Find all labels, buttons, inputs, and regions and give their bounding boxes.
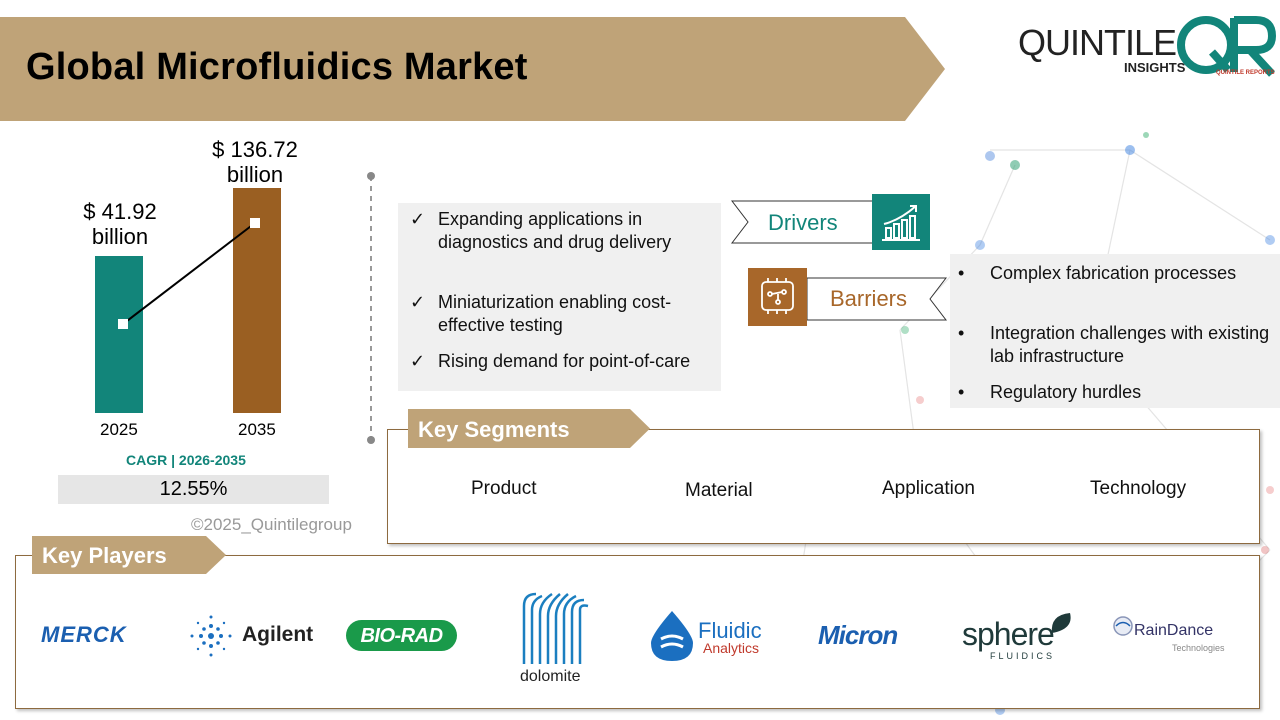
market-size-chart [95,188,281,413]
key-segments-title: Key Segments [418,417,570,442]
value-label-2035: $ 136.72 billion [212,137,298,187]
drivers-icon-box [872,194,930,250]
raindance-globe-icon [1113,616,1133,636]
year-label-2025: 2025 [100,420,138,439]
barriers-arrow-shape [806,277,948,321]
vertical-divider [367,172,375,444]
circuit-board-icon [761,278,794,314]
trend-line [122,222,256,325]
drivers-arrow-shape [730,200,874,244]
copyright-notice: ©2025_Quintilegroup [191,515,352,534]
dolomite-wave-icon [522,592,589,664]
raindance-logo-subtitle: Technologies [1172,643,1225,653]
key-players-tab [32,536,226,574]
micron-logo: Micron [818,620,898,650]
year-label-2035: 2035 [238,420,276,439]
trend-point-2035 [250,218,260,228]
barriers-label: Barriers [830,286,908,311]
bio-rad-logo-badge: BIO-RAD [346,620,457,651]
drivers-list-box [398,203,721,391]
sphere-logo-name: sphere [962,616,1055,652]
bullet-icon: • [958,323,965,343]
key-segments-panel [387,429,1260,544]
segment-technology: Technology [1090,478,1187,499]
cagr-value: 12.55% [159,478,228,500]
cagr-box [58,475,329,504]
fluidic-drop-icon [651,611,693,661]
barriers-icon-box [748,268,807,326]
segment-application: Application [882,478,975,499]
sphere-leaf-icon [1051,613,1071,633]
trend-point-2025 [118,319,128,329]
segment-material: Material [685,480,753,501]
brand-logo-reports: QUINTILE REPORTS [1216,70,1275,76]
sphere-logo-subtitle: FLUIDICS [990,651,1056,661]
drivers-label: Drivers [768,210,838,235]
segment-product: Product [471,478,537,499]
fluidic-logo-subtitle: Analytics [703,640,760,656]
value-label-2025: $ 41.92 billion [83,199,157,249]
barriers-list-box [950,254,1280,408]
qr-logo-icon [1177,16,1276,77]
key-players-title: Key Players [42,543,167,568]
dolomite-logo: dolomite [520,668,581,685]
bullet-icon: • [958,382,965,402]
key-segments-tab [408,409,650,448]
growth-chart-icon [882,205,920,241]
title-banner [0,17,945,121]
page-title: Global Microfluidics Market [26,46,528,88]
check-icon: ✓ [410,351,426,371]
bar-2025 [95,256,143,413]
merck-logo: MERCK [41,622,127,647]
cagr-title: CAGR | 2026-2035 [126,452,246,468]
raindance-logo-name: RainDance [1134,622,1214,639]
check-icon: ✓ [410,209,426,229]
fluidic-logo-name: Fluidic [698,618,762,643]
brand-logo-insights: INSIGHTS [1124,60,1186,75]
agilent-spark-icon [190,615,232,657]
agilent-logo: Agilent [242,623,314,646]
check-icon: ✓ [410,292,426,312]
bullet-icon: • [958,263,965,283]
brand-logo-quintile: QUINTILE [1018,22,1177,63]
bio-rad-logo: BIO-RAD [360,625,443,647]
